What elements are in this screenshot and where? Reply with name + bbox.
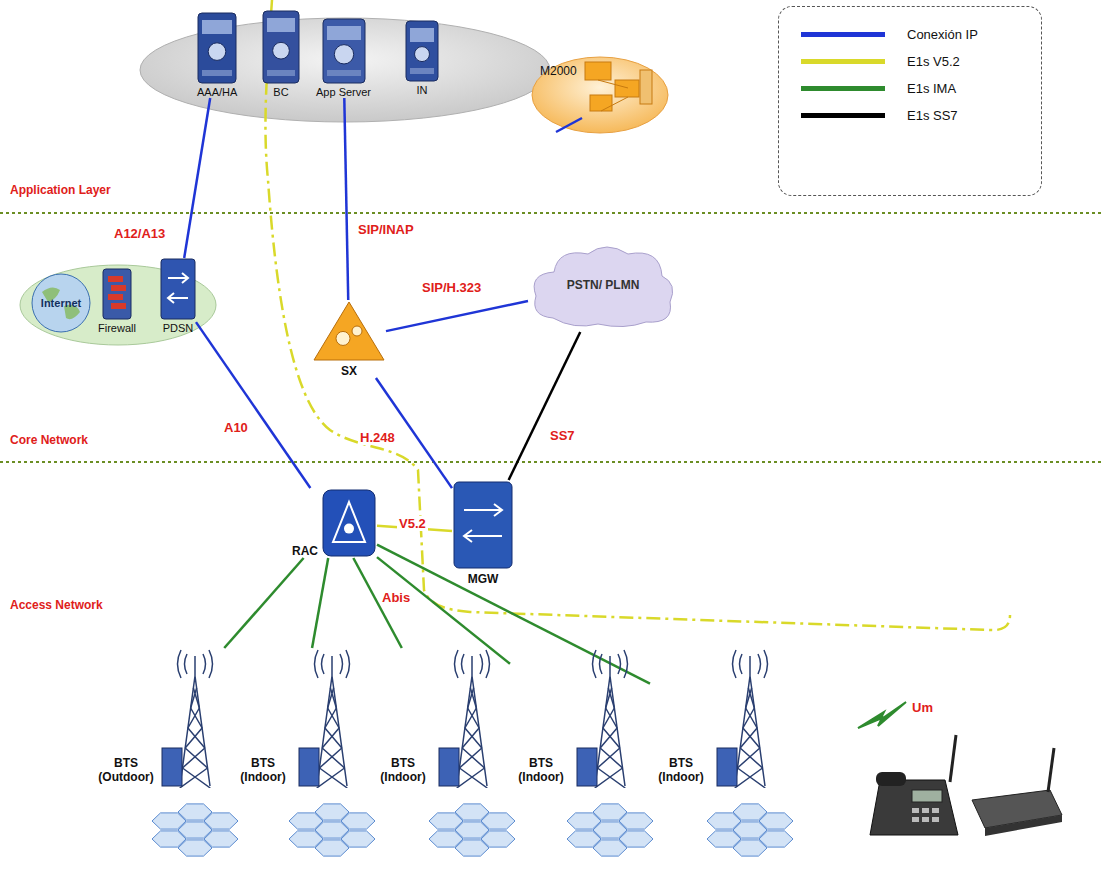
node-label: PDSN <box>163 322 194 334</box>
node-label: BC <box>273 86 288 98</box>
cell-hexagon <box>455 804 489 820</box>
node-label: Internet <box>41 297 81 309</box>
rac-icon <box>321 488 377 558</box>
cell-hexagon <box>315 804 349 820</box>
connector <box>184 98 210 258</box>
connector <box>377 557 510 664</box>
layer-label: Application Layer <box>10 183 111 197</box>
interface-label: Um <box>912 700 933 715</box>
connector <box>312 558 328 648</box>
interface-label: Abis <box>380 590 412 605</box>
node-label: SX <box>341 364 357 378</box>
server-node: App Server <box>316 18 371 98</box>
cell-hexagon <box>593 804 627 820</box>
mgw-node: MGW <box>452 480 514 586</box>
layer-separator <box>0 461 1104 463</box>
cell-hexagon <box>733 840 767 856</box>
legend-text: E1s SS7 <box>907 108 958 123</box>
server-node: BC <box>262 10 300 98</box>
legend-swatch <box>801 86 885 91</box>
softswitch-icon <box>312 300 386 362</box>
cell-hexagon <box>315 840 349 856</box>
pdsn-node: PDSN <box>160 258 196 334</box>
bts-tower-icon <box>437 648 507 788</box>
node-label: BTS (Indoor) <box>232 756 294 784</box>
terminal-box <box>972 748 1062 836</box>
firewall-node: Firewall <box>98 268 136 334</box>
bts-node: BTS (Indoor) <box>510 648 645 788</box>
cloud-node: PSTN/ PLMN <box>528 238 678 332</box>
server-icon <box>197 12 237 84</box>
interface-label: SIP/INAP <box>356 222 416 237</box>
legend-text: E1s IMA <box>907 81 956 96</box>
interface-label: V5.2 <box>397 516 428 531</box>
pdsn-icon <box>160 258 196 320</box>
node-label: Firewall <box>98 322 136 334</box>
cell-hexagon <box>178 840 212 856</box>
desk-phone <box>870 735 958 835</box>
globe-node: Internet <box>30 272 92 334</box>
mgw-icon <box>452 480 514 570</box>
node-label: BTS (Outdoor) <box>95 756 157 784</box>
text-node: M2000 <box>540 64 577 78</box>
node-label: BTS (Indoor) <box>510 756 572 784</box>
interface-label: A12/A13 <box>112 226 167 241</box>
legend-text: E1s V5.2 <box>907 54 960 69</box>
node-label: BTS (Indoor) <box>650 756 712 784</box>
connector <box>509 332 581 480</box>
connector <box>196 322 310 488</box>
firewall-icon <box>102 268 132 320</box>
cell-hexagon <box>733 804 767 820</box>
legend-entry: E1s V5.2 <box>801 54 960 69</box>
coverage-cells <box>152 804 793 856</box>
interface-label: H.248 <box>358 430 397 445</box>
node-label: BTS (Indoor) <box>372 756 434 784</box>
interface-label: SIP/H.323 <box>420 280 483 295</box>
connector <box>386 301 528 331</box>
connector <box>344 98 348 300</box>
cell-hexagon <box>178 804 212 820</box>
cell-hexagon <box>455 840 489 856</box>
server-icon <box>405 20 439 82</box>
node-label: M2000 <box>540 64 577 78</box>
node-label: App Server <box>316 86 371 98</box>
radio-link <box>858 702 906 728</box>
cell-hexagon <box>593 840 627 856</box>
interface-label: A10 <box>222 420 250 435</box>
server-node: IN <box>405 20 439 96</box>
legend-swatch <box>801 59 885 64</box>
interface-label: SS7 <box>548 428 577 443</box>
bts-tower-icon <box>715 648 785 788</box>
bts-tower-icon <box>575 648 645 788</box>
node-label: MGW <box>468 572 499 586</box>
legend-swatch <box>801 113 885 118</box>
node-label: IN <box>417 84 428 96</box>
bts-tower-icon <box>297 648 367 788</box>
server-icon <box>322 18 366 84</box>
layer-label: Access Network <box>10 598 103 612</box>
legend-box: Conexión IP E1s V5.2E1s IMA E1s SS7 <box>778 6 1042 196</box>
node-label: PSTN/ PLMN <box>567 278 640 292</box>
layer-label: Core Network <box>10 433 88 447</box>
m2000-workstations <box>532 57 668 133</box>
bts-node: BTS (Outdoor) <box>95 648 230 788</box>
bts-tower-icon <box>160 648 230 788</box>
connector <box>377 545 650 684</box>
sx-node: SX <box>312 300 386 378</box>
bts-node: BTS (Indoor) <box>232 648 367 788</box>
bts-node: BTS (Indoor) <box>650 648 785 788</box>
legend-swatch <box>801 32 885 37</box>
legend-entry: E1s IMA <box>801 81 956 96</box>
node-label: AAA/HA <box>197 86 237 98</box>
legend-text: Conexión IP <box>907 27 978 42</box>
legend-entry: E1s SS7 <box>801 108 958 123</box>
connector <box>224 558 303 648</box>
bts-node: BTS (Indoor) <box>372 648 507 788</box>
legend-entry: Conexión IP <box>801 27 978 42</box>
node-label: RAC <box>292 544 318 558</box>
layer-separator <box>0 212 1104 214</box>
server-icon <box>262 10 300 84</box>
rac-node: RAC <box>292 488 377 558</box>
server-node: AAA/HA <box>197 12 237 98</box>
